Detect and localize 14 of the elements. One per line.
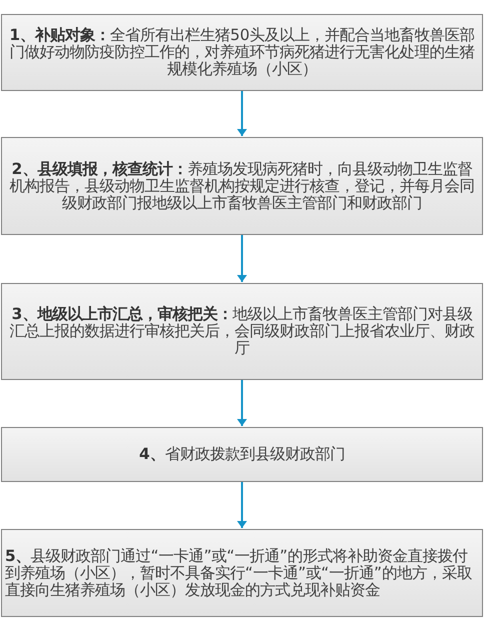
arrow — [237, 235, 247, 282]
arrow — [237, 482, 247, 528]
process-box — [1, 427, 483, 482]
process-box — [1, 14, 483, 91]
arrow — [237, 91, 247, 136]
step-text: 3、地级以上市汇总，审核把关：地级以上市畜牧兽医主管部门对县级汇总上报的数据进行审核把关后，会同级财政部门上报省农业厅、财政厅 — [8, 306, 476, 357]
step-text: 5、县级财政部门通过“一卡通”或“一折通”的形式将补助资金直接拨付到养殖场（小区），暂时不具备实行“一卡通”或“一折通”的地方，采取直接向生猪养殖场（小区）发放现金的方式兑现补贴资金 — [5, 548, 473, 598]
process-box — [1, 283, 483, 380]
step-text: 2、县级填报，核查统计：养殖场发现病死猪时，向县级动物卫生监督机构报告，县级动物卫生监督机构按规定进行核查，登记，并每月会同级财政部门报地级以上市畜牧兽医主管部门和财政部门 — [8, 160, 476, 212]
process-box — [1, 137, 483, 235]
process-box — [1, 529, 483, 617]
step-text: 4、省财政拨款到县级财政部门 — [139, 446, 345, 463]
step-text: 1、补贴对象：全省所有出栏生猪50头及以上，并配合当地畜牧兽医部门做好动物防疫防控工作的，对养殖环节病死猪进行无害化处理的生猪规模化养殖场（小区） — [8, 27, 476, 78]
arrow — [237, 380, 247, 426]
